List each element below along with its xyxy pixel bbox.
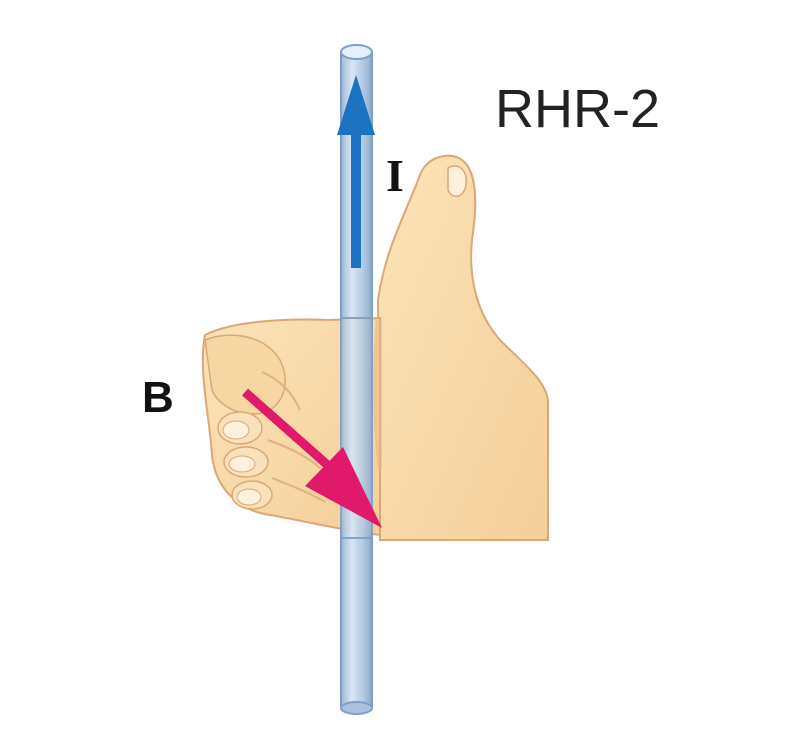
hand-shadow bbox=[373, 320, 382, 470]
current-arrow-shaft bbox=[351, 130, 361, 268]
fingernail-1 bbox=[222, 420, 250, 440]
thumb bbox=[376, 154, 549, 541]
current-arrow bbox=[337, 75, 375, 268]
field-label: B bbox=[142, 373, 174, 422]
field-arrow bbox=[242, 388, 382, 528]
thumbnail bbox=[447, 165, 467, 197]
wire-top-cap bbox=[340, 44, 373, 60]
field-arrow-head bbox=[305, 447, 382, 528]
finger-crease-2 bbox=[267, 439, 321, 469]
rule-title: RHR-2 bbox=[495, 79, 661, 139]
current-label: I bbox=[386, 150, 404, 201]
wire-bottom-cap bbox=[340, 701, 373, 715]
fingernail-3 bbox=[236, 488, 262, 506]
index-curl bbox=[204, 334, 286, 415]
finger-crease-1 bbox=[261, 371, 301, 411]
right-hand bbox=[201, 154, 549, 541]
field-arrow-shaft bbox=[242, 388, 343, 480]
fingernail-2 bbox=[228, 455, 256, 473]
finger-crease-3 bbox=[271, 477, 326, 503]
current-arrow-head bbox=[337, 75, 375, 135]
